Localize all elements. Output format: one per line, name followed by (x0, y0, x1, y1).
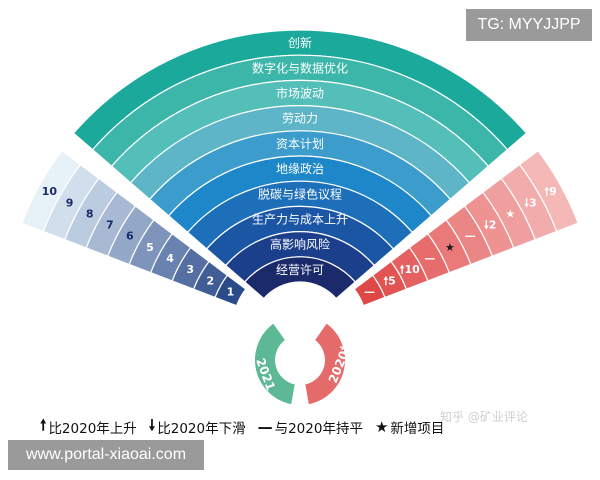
rank-2021-label: 4 (166, 252, 174, 265)
rank-2020-label: 🠕10 (400, 263, 420, 276)
dash-icon: — (257, 418, 273, 436)
risk-arc-label: 资本计划 (276, 137, 324, 151)
rank-2021-label: 10 (42, 185, 58, 198)
rank-2020-cell (518, 149, 579, 233)
legend-up: 🠕比2020年上升 (40, 416, 137, 438)
rank-2020-band: — 🠕5 🠕10 — ★ — 🠗2 ★ 🠗3 🠕9 (353, 149, 579, 307)
tg-tag: TG: MYYJJPP (466, 9, 592, 41)
watermark: 知乎 @矿业评论 (440, 410, 528, 424)
rank-2021-cell (21, 149, 82, 233)
rank-2021-label: 9 (66, 196, 74, 209)
risk-arc-label: 经营许可 (276, 263, 324, 277)
risk-arc-label: 生产力与成本上升 (252, 213, 348, 227)
legend: 🠕比2020年上升 🠗比2020年下滑 —与2020年持平 ★新增项目 (40, 416, 500, 438)
rank-2020-label: — (364, 285, 375, 298)
legend-down-text: 比2020年下滑 (157, 421, 246, 437)
ring-2021 (253, 320, 297, 407)
rank-2021-label: 1 (227, 285, 235, 298)
legend-star-text: 新增项目 (390, 421, 445, 437)
risk-arc-label: 创新 (288, 35, 312, 50)
site-url-tag: www.portal-xiaoai.com (8, 440, 204, 470)
up-arrow-icon: 🠕 (40, 415, 47, 434)
rank-2021-label: 5 (146, 241, 154, 254)
star-icon: ★ (374, 418, 389, 436)
risk-arc (243, 256, 357, 300)
ring-2020 (303, 320, 347, 407)
risk-arc-label: 数字化与数据优化 (252, 60, 348, 75)
risk-arc-label: 市场波动 (276, 86, 324, 101)
down-arrow-icon: 🠗 (148, 415, 156, 434)
legend-star: ★新增项目 (375, 416, 444, 438)
rank-2021-label: 8 (86, 207, 94, 220)
risk-arc-label: 脱碳与绿色议程 (258, 186, 342, 201)
rank-2020-label: ★ (445, 241, 455, 254)
rank-2020-label: — (465, 230, 476, 243)
risk-arc-label: 地缘政治 (276, 162, 324, 176)
rank-2020-label: 🠗2 (484, 219, 496, 232)
risk-arcs: 创新数字化与数据优化市场波动劳动力资本计划地缘政治脱碳与绿色议程生产力与成本上升… (72, 29, 528, 300)
legend-down: 🠗比2020年下滑 (149, 416, 246, 438)
rank-2020-label: ★ (505, 207, 515, 220)
rank-2020-label: 🠗3 (524, 196, 536, 209)
legend-flat-text: 与2020年持平 (274, 421, 363, 437)
rank-2021-label: 7 (106, 219, 114, 232)
rank-2020-label: 🠕9 (544, 185, 556, 198)
risk-arc-label: 劳动力 (282, 112, 318, 126)
legend-up-text: 比2020年上升 (48, 421, 137, 437)
legend-flat: —与2020年持平 (258, 416, 363, 438)
rank-2020-label: — (424, 252, 435, 265)
rank-2021-label: 3 (186, 263, 194, 276)
rank-2021-label: 6 (126, 230, 134, 243)
rank-2020-label: 🠕5 (383, 274, 395, 287)
rank-2021-label: 2 (207, 274, 215, 287)
risk-arc-label: 高影响风险 (270, 237, 330, 252)
